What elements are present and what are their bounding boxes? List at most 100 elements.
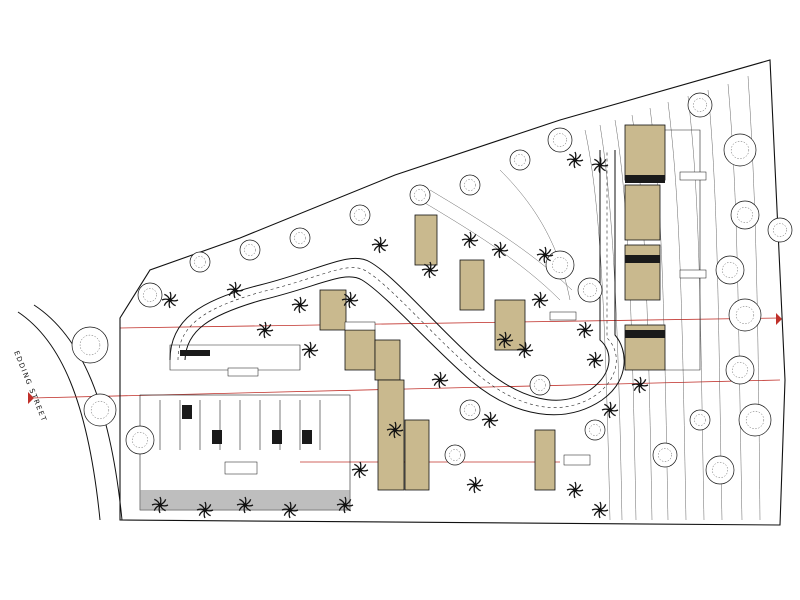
canopy-tree-icon (547, 127, 573, 153)
section-marker-left (28, 392, 34, 404)
unit-block (414, 214, 438, 266)
tree-canopy-ring (90, 401, 109, 420)
canopy-tree-icon (444, 444, 466, 466)
palm-tree-icon (466, 476, 484, 494)
car-icon (302, 430, 312, 444)
tree-canopy-ring (294, 232, 306, 244)
canopy-tree-icon (767, 217, 793, 243)
unit-block (624, 184, 661, 241)
tree-canopy-ring (552, 257, 568, 273)
palm-tree-icon (516, 341, 534, 359)
canopy-tree-icon (459, 399, 481, 421)
tree-canopy-ring (414, 189, 426, 201)
palm-tree-icon (196, 501, 214, 519)
palm-tree-icon (371, 236, 389, 254)
tree-canopy-ring (736, 306, 755, 325)
unit-block (534, 429, 556, 491)
palm-tree-icon (496, 331, 514, 349)
canopy-tree-icon (289, 227, 311, 249)
tree-canopy-ring (132, 432, 148, 448)
tree-canopy-ring (694, 414, 706, 426)
canopy-tree-icon (705, 455, 735, 485)
unit-shadow (625, 255, 660, 263)
palm-tree-icon (281, 501, 299, 519)
palm-tree-icon (631, 376, 649, 394)
tree-canopy-ring (712, 462, 728, 478)
canopy-tree-icon (577, 277, 603, 303)
tree-canopy-ring (143, 288, 157, 302)
palm-tree-icon (336, 496, 354, 514)
palm-tree-icon (236, 496, 254, 514)
unit-block (459, 259, 485, 311)
buildings (169, 124, 701, 491)
canopy-tree-icon (545, 250, 575, 280)
car-icon (182, 405, 192, 419)
canopy-tree-icon (730, 200, 760, 230)
tree-canopy-ring (773, 223, 787, 237)
parking-lot (139, 394, 351, 511)
palm-tree-icon (351, 461, 369, 479)
canopy-tree-icon (687, 92, 713, 118)
tree-canopy-ring (658, 448, 672, 462)
palm-tree-icon (481, 411, 499, 429)
street-label: EDDING STREET (12, 350, 48, 424)
palm-tree-icon (566, 481, 584, 499)
tree-canopy-ring (449, 449, 461, 461)
canopy-tree-icon (239, 239, 261, 261)
tree-canopy-ring (737, 207, 753, 223)
palm-tree-icon (431, 371, 449, 389)
tree-canopy-ring (589, 424, 601, 436)
unit-block (624, 124, 666, 181)
palm-tree-icon (536, 246, 554, 264)
canopy-tree-icon (509, 149, 531, 171)
tree-canopy-ring (244, 244, 256, 256)
palm-tree-icon (531, 291, 549, 309)
canopy-tree-icon (529, 374, 551, 396)
unit-block (344, 329, 376, 371)
palm-tree-icon (151, 496, 169, 514)
car-icon (272, 430, 282, 444)
tree-canopy-ring (746, 411, 765, 430)
palm-tree-icon (566, 151, 584, 169)
canopy-tree-icon (584, 419, 606, 441)
palm-tree-icon (341, 291, 359, 309)
unit-shadow (625, 330, 665, 338)
unit-block (377, 379, 405, 491)
tree-canopy-ring (722, 262, 738, 278)
unit-block (319, 289, 347, 331)
palm-tree-icon (491, 241, 509, 259)
palm-tree-icon (226, 281, 244, 299)
tree-canopy-ring (732, 362, 748, 378)
canopy-tree-icon (725, 355, 755, 385)
parking-buffer-strip (140, 490, 350, 510)
canopy-tree-icon (71, 326, 109, 364)
unit-block (374, 339, 401, 381)
tree-canopy-ring (583, 283, 597, 297)
canopy-tree-icon (689, 409, 711, 431)
trees (71, 92, 793, 485)
canopy-tree-icon (83, 393, 117, 427)
palm-tree-icon (576, 321, 594, 339)
canopy-tree-icon (459, 174, 481, 196)
canopy-tree-icon (715, 255, 745, 285)
palm-tree-icon (386, 421, 404, 439)
palm-tree-icon (291, 296, 309, 314)
canopy-tree-icon (728, 298, 762, 332)
tree-canopy-ring (731, 140, 750, 159)
palms (151, 151, 649, 519)
canopy-tree-icon (349, 204, 371, 226)
tree-canopy-ring (194, 256, 206, 268)
tree-canopy-ring (79, 334, 101, 356)
palm-tree-icon (161, 291, 179, 309)
tree-canopy-ring (534, 379, 546, 391)
canopy-tree-icon (738, 403, 772, 437)
annotation-tags (224, 171, 707, 475)
unit-block (404, 419, 430, 491)
palm-tree-icon (461, 231, 479, 249)
unit-shadow (625, 175, 665, 183)
palm-tree-icon (601, 401, 619, 419)
canopy-tree-icon (409, 184, 431, 206)
tree-canopy-ring (693, 98, 707, 112)
section-marker-right (776, 313, 782, 325)
